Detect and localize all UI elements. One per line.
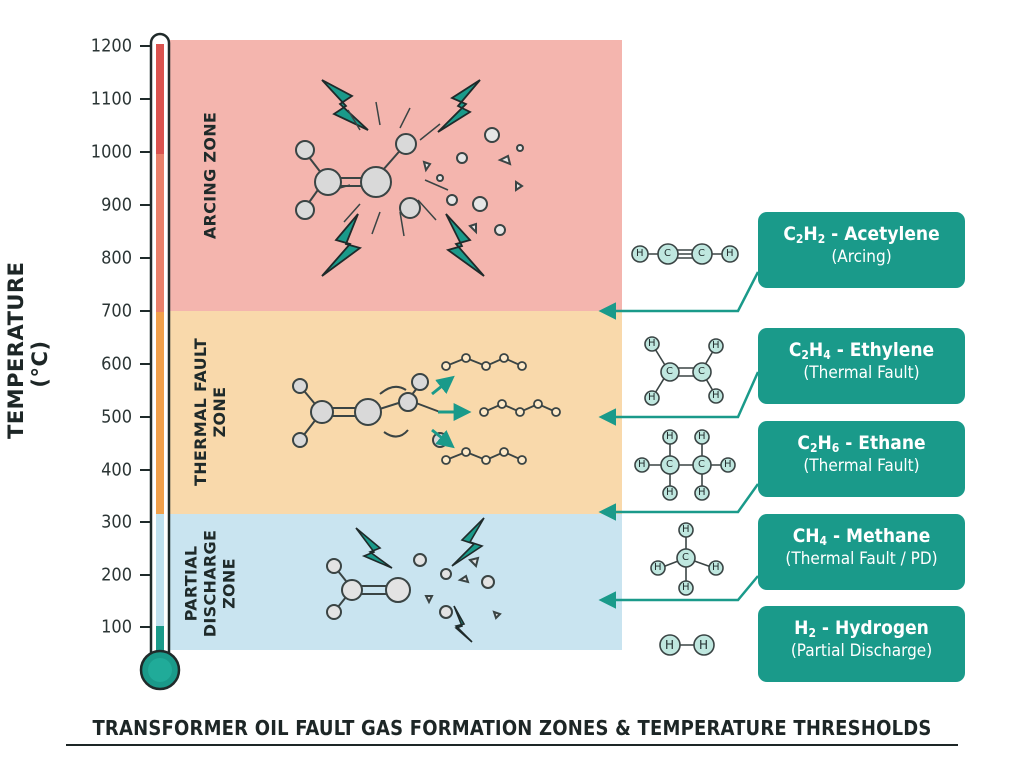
thermometer — [139, 32, 181, 691]
tick-label: 1000 — [90, 141, 132, 163]
atom-h: H — [698, 487, 706, 498]
tick-label: 600 — [101, 353, 132, 375]
lightning-bolt-icon — [437, 79, 481, 133]
title-underline — [66, 744, 958, 746]
atom-c: C — [666, 459, 673, 470]
lightning-bolt-icon — [445, 213, 485, 277]
tick-label: 100 — [101, 616, 132, 638]
methane-molecule — [650, 522, 724, 596]
pd-zone-label: PARTIAL DISCHARGE ZONE — [181, 529, 239, 638]
diagram-title: TRANSFORMER OIL FAULT GAS FORMATION ZONE… — [92, 716, 932, 740]
atom-h: H — [712, 340, 720, 351]
acetylene-molecule — [631, 243, 739, 265]
gas-callout-methane: CH4 - Methane (Thermal Fault / PD) — [758, 514, 965, 590]
atom-h: H — [666, 487, 674, 498]
y-axis-label: TEMPERATURE (°C) — [4, 261, 52, 440]
tick-label: 800 — [101, 247, 132, 269]
atom-h: H — [665, 638, 675, 652]
atom-h: H — [648, 338, 656, 349]
atom-c: C — [698, 248, 705, 259]
atom-h: H — [726, 248, 734, 259]
tick-label: 500 — [101, 406, 132, 428]
gas-callout-hydrogen: H2 - Hydrogen (Partial Discharge) — [758, 606, 965, 682]
ethylene-molecule — [644, 336, 724, 406]
atom-c: C — [698, 459, 705, 470]
atom-h: H — [699, 638, 709, 652]
atom-c: C — [682, 552, 689, 563]
zone-pointers — [598, 271, 760, 609]
lightning-bolt-icon — [451, 517, 485, 567]
gas-callout-ethylene: C2H4 - Ethylene (Thermal Fault) — [758, 328, 965, 404]
lightning-bolt-icon — [321, 79, 369, 131]
atom-c: C — [664, 248, 671, 259]
atom-h: H — [636, 248, 644, 259]
tick-label: 900 — [101, 194, 132, 216]
atom-h: H — [654, 562, 662, 573]
atom-h: H — [712, 562, 720, 573]
tick-label: 1100 — [90, 88, 132, 110]
atom-h: H — [682, 524, 690, 535]
atom-h: H — [712, 390, 720, 401]
atom-c: C — [666, 366, 673, 377]
lightning-bolt-icon — [355, 527, 393, 569]
atom-c: C — [698, 366, 705, 377]
arcing-zone — [160, 40, 622, 311]
lightning-bolt-icon — [453, 605, 473, 643]
tick-label: 400 — [101, 459, 132, 481]
thermal-fault-zone — [160, 311, 622, 514]
thermal-zone-label: THERMAL FAULT ZONE — [191, 338, 229, 486]
ethane-molecule — [634, 429, 736, 501]
arcing-illustration — [295, 79, 524, 277]
thermal-illustration — [292, 353, 561, 465]
atom-h: H — [698, 431, 706, 442]
hydrogen-molecule — [659, 634, 715, 656]
tick-label: 200 — [101, 564, 132, 586]
atom-h: H — [724, 459, 732, 470]
lightning-bolt-icon — [321, 213, 363, 277]
gas-callout-acetylene: C2H2 - Acetylene (Arcing) — [758, 212, 965, 288]
tick-label: 300 — [101, 511, 132, 533]
tick-label: 700 — [101, 300, 132, 322]
atom-h: H — [648, 392, 656, 403]
arcing-zone-label: ARCING ZONE — [200, 111, 220, 240]
atom-h: H — [682, 582, 690, 593]
pd-illustration — [326, 517, 502, 643]
tick-label: 1200 — [90, 35, 132, 57]
atom-h: H — [666, 431, 674, 442]
atom-h: H — [638, 459, 646, 470]
gas-callout-ethane: C2H6 - Ethane (Thermal Fault) — [758, 421, 965, 497]
